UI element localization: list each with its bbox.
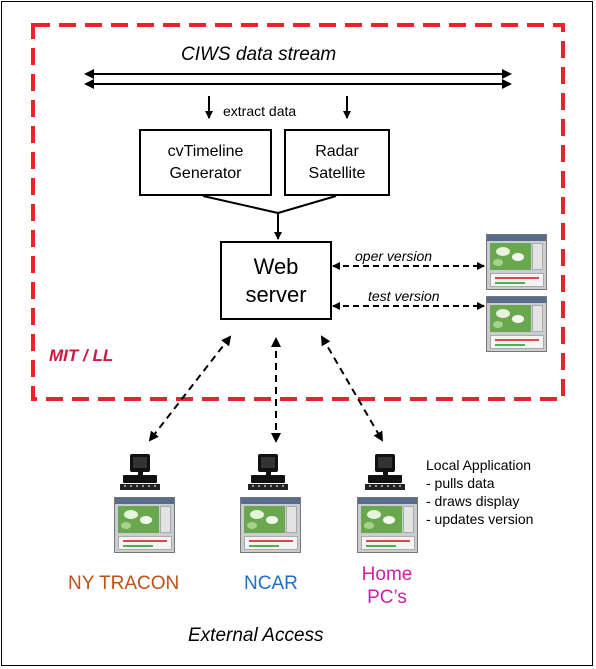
web-server-box: Web server (220, 241, 332, 320)
server-to-ny-tracon-arrow (148, 335, 232, 442)
generator-box-line-1: cvTimeline (167, 142, 244, 160)
external-access-label: External Access (188, 625, 324, 646)
local-application-title: Local Application (426, 457, 532, 473)
web-server-line-2: server (245, 281, 307, 307)
radar-to-server-line (277, 195, 337, 214)
data-stream-arrow (84, 69, 512, 89)
web-server-line-1: Web (253, 253, 299, 279)
oper-version-label: oper version (355, 248, 433, 264)
radar-box-line-1: Radar (315, 142, 359, 160)
local-application-item-2: - draws display (426, 493, 520, 509)
cvtimeline-generator-box: cvTimeline Generator (139, 129, 272, 196)
oper-version-display-thumbnail (486, 234, 547, 290)
radar-satellite-box: Radar Satellite (284, 129, 390, 196)
test-version-display-thumbnail (486, 296, 547, 352)
server-to-home-pc-arrow (320, 335, 384, 442)
home-pc-display-thumbnail (357, 497, 418, 553)
ny-tracon-label: NY TRACON (68, 573, 180, 594)
test-version-label: test version (368, 288, 440, 304)
ny-tracon-display-thumbnail (114, 497, 175, 553)
generator-to-server-line (202, 195, 279, 214)
data-stream-label: CIWS data stream (181, 44, 337, 65)
extract-data-label: extract data (223, 103, 297, 119)
mit-ll-region-border (31, 23, 565, 401)
local-application-item-3: - updates version (426, 511, 534, 527)
local-application-item-1: - pulls data (426, 475, 495, 491)
ncar-label: NCAR (244, 573, 298, 594)
radar-box-line-2: Satellite (308, 164, 366, 182)
home-pc-label: Home PC’s (361, 564, 413, 608)
generator-box-line-2: Generator (169, 164, 242, 182)
mit-ll-region-label: MIT / LL (49, 346, 114, 365)
ncar-display-thumbnail (240, 497, 301, 553)
